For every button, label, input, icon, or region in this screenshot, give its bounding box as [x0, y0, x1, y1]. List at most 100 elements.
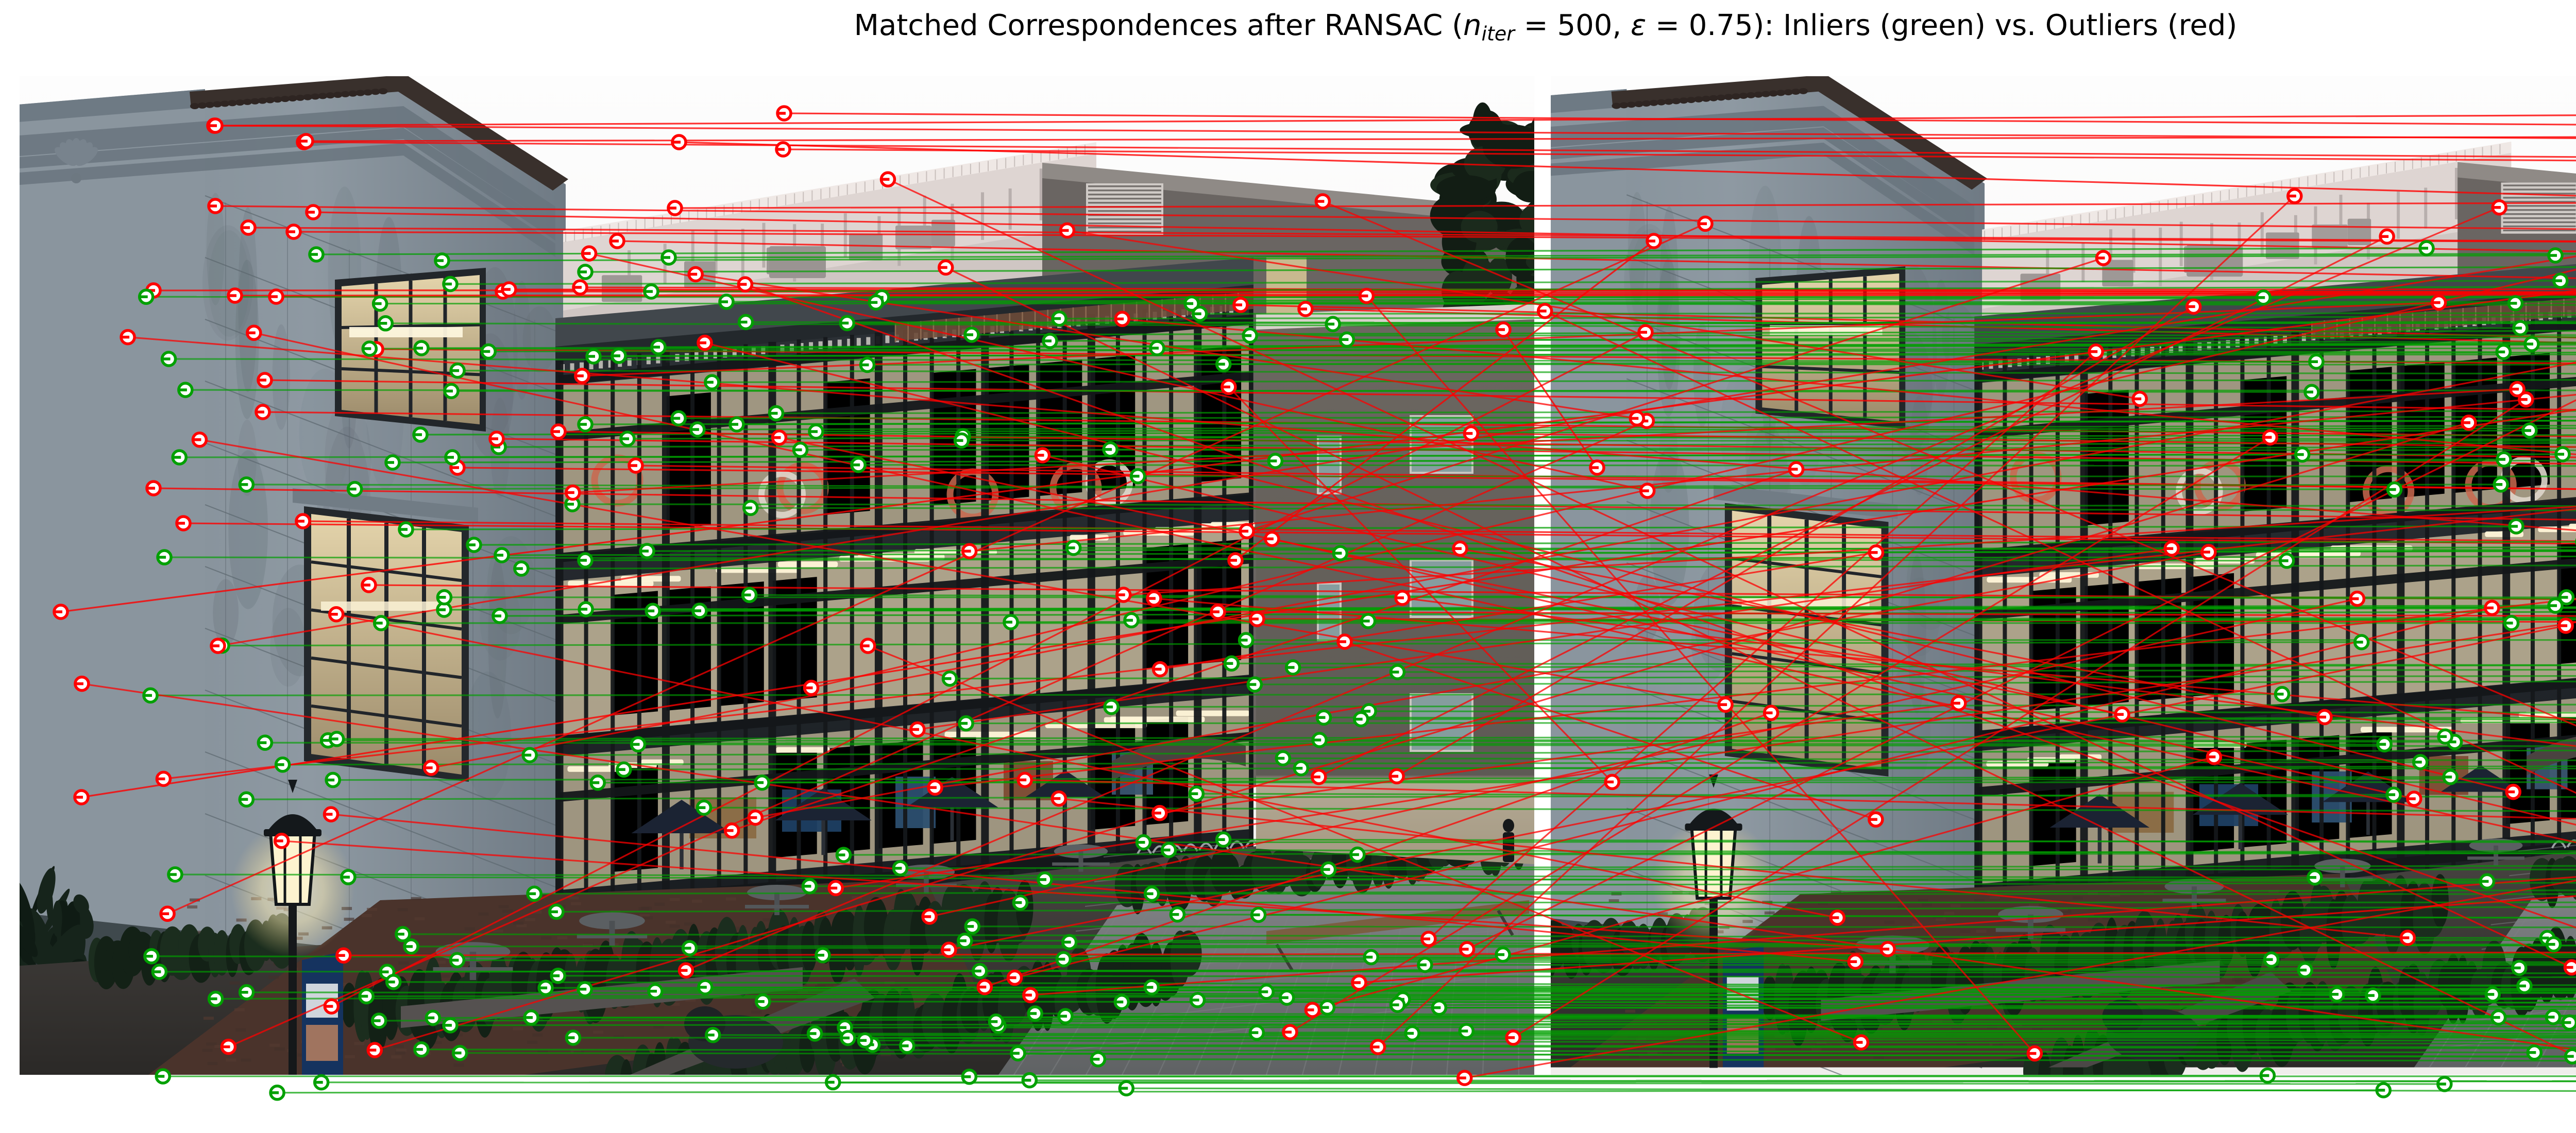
keypoint-marker	[1717, 696, 1734, 713]
match-line	[809, 882, 2576, 887]
title-epsilon-equals: =	[1646, 9, 1689, 42]
keypoint-marker	[689, 421, 706, 438]
keypoint-marker	[565, 1029, 582, 1046]
keypoint-marker	[548, 903, 565, 920]
match-line	[695, 273, 1637, 419]
match-line	[405, 525, 2517, 530]
keypoint-marker	[961, 1068, 978, 1085]
match-lines	[60, 112, 2576, 1094]
keypoint-marker	[681, 940, 698, 956]
keypoint-marker	[1059, 222, 1076, 239]
keypoint-marker	[1258, 984, 1275, 1000]
keypoint-marker	[120, 329, 136, 346]
keypoint-marker	[422, 760, 439, 776]
match-line	[900, 865, 2576, 869]
keypoint-marker	[1090, 1051, 1107, 1068]
match-line	[749, 594, 2576, 600]
match-line	[442, 254, 2556, 262]
match-line	[321, 1082, 2445, 1085]
keypoint-marker	[1055, 951, 1072, 968]
title-n-equals: =	[1514, 9, 1557, 42]
keypoint-marker	[1629, 410, 1646, 427]
keypoint-marker	[328, 731, 345, 747]
match-line	[638, 743, 2576, 747]
match-line	[534, 889, 2576, 895]
match-line	[783, 148, 2576, 162]
keypoint-marker	[1232, 297, 1249, 313]
match-line	[711, 379, 2576, 383]
keypoint-marker	[385, 973, 402, 990]
keypoint-marker	[1223, 655, 1240, 672]
keypoint-marker	[1351, 974, 1367, 991]
match-line	[277, 1089, 2384, 1094]
keypoint-marker	[523, 1009, 539, 1026]
keypoint-marker	[2509, 381, 2526, 398]
keypoint-marker	[240, 219, 257, 236]
keypoint-marker	[513, 560, 530, 577]
keypoint-marker	[2430, 294, 2447, 311]
title-comma: ,	[1612, 9, 1631, 42]
keypoint-marker	[2206, 748, 2223, 765]
match-line	[1290, 436, 2271, 1033]
match-line	[679, 416, 2576, 419]
match-line	[848, 1037, 2576, 1042]
keypoint-marker	[2185, 298, 2202, 315]
keypoint-marker	[1239, 523, 1255, 540]
keypoint-marker	[728, 416, 745, 433]
keypoint-marker	[1006, 969, 1023, 986]
keypoint-marker	[616, 761, 632, 778]
keypoint-marker	[2561, 1014, 2576, 1031]
keypoint-marker	[155, 770, 172, 787]
keypoint-marker	[1325, 316, 1341, 333]
match-line	[546, 984, 2576, 989]
keypoint-marker	[835, 847, 852, 863]
keypoint-marker	[2564, 1048, 2576, 1065]
match-line	[1340, 550, 2576, 554]
keypoint-marker	[972, 963, 988, 980]
match-line	[215, 114, 2576, 127]
keypoint-marker	[1016, 771, 1033, 788]
keypoint-marker	[255, 404, 271, 420]
match-line	[473, 541, 2576, 546]
keypoint-marker	[2307, 869, 2323, 886]
match-line	[1131, 616, 2576, 622]
keypoint-marker	[2554, 446, 2571, 462]
keypoint-marker	[1297, 301, 1314, 317]
match-line	[1464, 880, 2576, 1079]
keypoint-marker	[2491, 199, 2507, 216]
keypoint-marker	[1868, 544, 1885, 561]
match-line	[217, 255, 2576, 647]
keypoint-marker	[589, 775, 606, 791]
keypoint-marker	[1215, 831, 1232, 848]
match-line	[572, 388, 2518, 494]
match-line	[60, 289, 2576, 613]
title-prefix: Matched Correspondences after RANSAC (	[854, 9, 1463, 42]
match-line	[1396, 305, 2194, 777]
keypoint-marker	[1358, 287, 1375, 304]
keypoint-marker	[768, 405, 785, 422]
keypoint-marker	[395, 926, 411, 942]
keypoint-marker	[2286, 187, 2303, 204]
keypoint-marker	[2278, 553, 2295, 569]
match-line	[1377, 195, 2295, 1048]
match-line	[293, 231, 2576, 243]
keypoint-marker	[585, 348, 602, 365]
keypoint-marker	[815, 947, 831, 964]
keypoint-marker	[1311, 768, 1327, 785]
match-line	[168, 358, 2316, 363]
match-line	[164, 556, 2287, 562]
keypoint-marker	[1495, 946, 1511, 963]
keypoint-marker	[207, 198, 224, 214]
keypoint-marker	[776, 105, 792, 122]
keypoint-marker	[298, 133, 314, 149]
match-line	[1293, 664, 2576, 668]
match-line	[151, 955, 2272, 960]
keypoint-marker	[2418, 240, 2435, 256]
match-line	[222, 641, 2362, 647]
keypoint-marker	[480, 343, 497, 360]
match-line	[585, 555, 2576, 561]
keypoint-marker	[2436, 1076, 2453, 1092]
keypoint-marker	[2461, 414, 2477, 431]
match-line	[1513, 399, 2527, 1039]
keypoint-marker	[611, 348, 627, 364]
